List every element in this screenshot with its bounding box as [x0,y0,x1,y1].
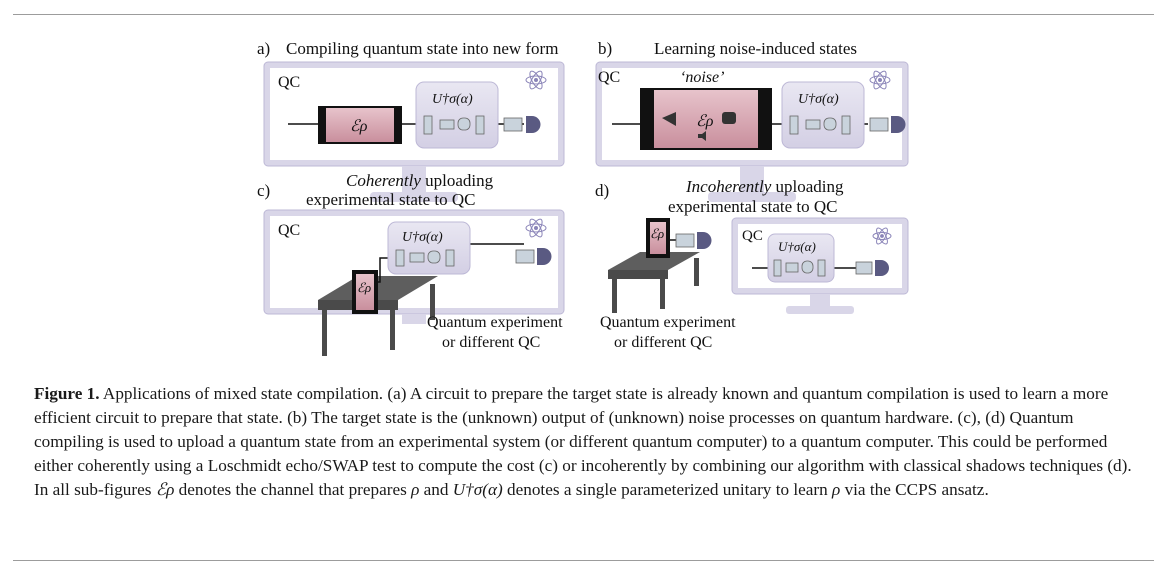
detector-icon [875,260,881,276]
caption-sym-rho2: ρ [832,480,841,499]
unitary-label-c: U†σ(α) [402,230,443,245]
experiment-c-line2: or different QC [442,334,540,351]
qc-label-c: QC [278,222,300,239]
panel-b: b) Learning noise-induced states QC ‘noi… [595,39,909,202]
experiment-d-line1: Quantum experiment [600,314,736,331]
channel-label-d: ℰρ [650,226,664,241]
detector-icon [697,232,703,249]
panel-b-letter: b) [598,39,612,58]
panel-a: a) Compiling quantum state into new form… [257,39,565,202]
caption-text-4: denotes a single parameterized unitary t… [502,480,833,499]
table-d [608,252,700,270]
monitor-stand-c [402,314,426,324]
caption-text-2: denotes the channel that prepares [174,480,412,499]
panel-c: c) Coherently uploading experimental sta… [257,171,565,356]
channel-label-a: ℰρ [350,118,368,135]
atom-icon [869,70,891,90]
caption-text-3: and [419,480,453,499]
measure-gate-a [503,117,523,132]
monitor-base-b [708,192,796,202]
atom-icon [525,70,547,90]
panel-a-letter: a) [257,39,270,58]
panel-c-title-rest: uploading [421,171,494,190]
qc-label-a: QC [278,74,300,91]
experiment-c-line1: Quantum experiment [427,314,563,331]
monitor-stand-d [810,294,830,308]
figure-caption: Figure 1. Applications of mixed state co… [34,382,1144,502]
qc-label-b: QC [598,69,620,86]
caption-sym-channel: ℰρ [155,480,175,499]
panel-b-title: Learning noise-induced states [654,39,857,58]
panel-d-title: Incoherently uploading [685,177,844,196]
panel-d-letter: d) [595,181,609,200]
noise-label: ‘noise’ [680,69,724,86]
panel-d-title-rest: uploading [771,177,844,196]
figure-illustration: a) Compiling quantum state into new form… [257,39,909,356]
screen-a [270,68,558,160]
detector-icon [891,116,897,133]
atom-icon [525,218,547,238]
channel-label-c: ℰρ [357,280,371,295]
unitary-label-a: U†σ(α) [432,92,473,107]
figure-frame [13,14,1154,561]
unitary-box-d [767,233,835,283]
panel-c-letter: c) [257,181,270,200]
unitary-label-b: U†σ(α) [798,92,839,107]
trumpet-icon [662,112,676,126]
caption-text-1: Applications of mixed state compilation.… [34,384,1132,499]
monitor-stand-b [740,166,764,194]
experiment-d-line2: or different QC [614,334,712,351]
monitor-stand-a [402,166,426,194]
caption-sym-rho: ρ [411,480,420,499]
detector-icon [537,248,543,265]
panel-c-title-italic: Coherently [346,171,421,190]
speaker-icon [698,131,706,141]
unitary-label-d: U†σ(α) [778,239,816,254]
caption-sym-unitary: U†σ(α) [452,480,503,499]
channel-label-b: ℰρ [696,113,714,130]
caption-text-5: via the CCPS ansatz. [840,480,989,499]
monitor-base-d [786,306,854,314]
panel-d-title-italic: Incoherently [685,177,772,196]
panel-c-title: Coherently uploading [346,171,494,190]
caption-label: Figure 1. [34,384,100,403]
qc-label-d: QC [742,228,763,244]
panel-c-title-line2: experimental state to QC [306,190,475,209]
monitor-base-a [370,192,458,202]
panel-a-title: Compiling quantum state into new form [286,39,558,58]
panel-d: d) Incoherently uploading experimental s… [595,177,909,351]
panel-d-title-line2: experimental state to QC [668,197,837,216]
drum-icon [722,112,736,124]
atom-icon [872,227,892,245]
detector-icon [526,116,532,133]
